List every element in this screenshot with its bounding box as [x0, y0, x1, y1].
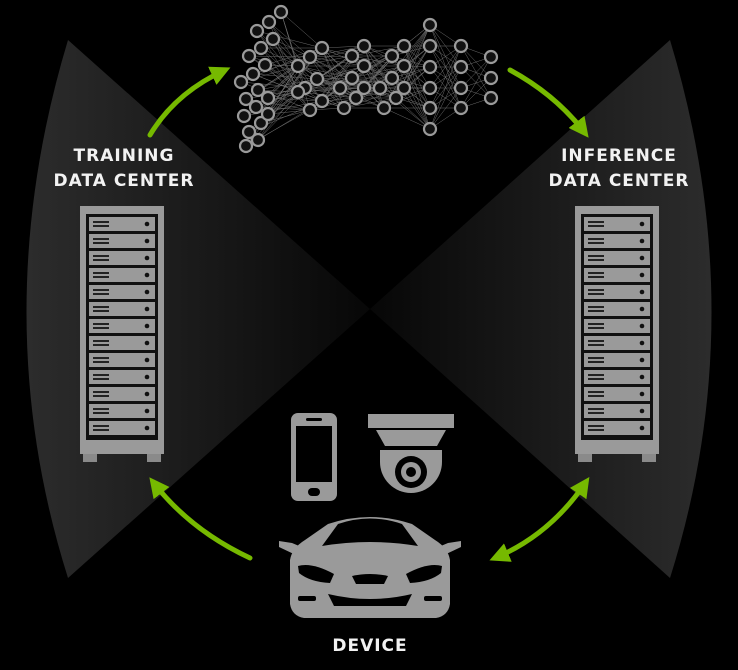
arrow-to-inference	[507, 67, 589, 138]
security-camera-icon	[368, 414, 454, 493]
arrow-to-network	[147, 66, 231, 138]
inference-label-line2: DATA CENTER	[548, 171, 690, 191]
inference-data-center-label: INFERENCE DATA CENTER	[534, 144, 704, 194]
car-icon	[279, 517, 461, 618]
flow-arrows	[147, 66, 590, 562]
neural-network-icon	[233, 4, 499, 154]
server-rack-icon	[575, 206, 659, 462]
device-label: DEVICE	[300, 634, 440, 659]
training-label-line1: TRAINING	[73, 146, 175, 166]
arrow-inference-device	[489, 477, 590, 562]
inference-label-line1: INFERENCE	[561, 146, 677, 166]
arrow-device-to-training	[149, 477, 253, 561]
device-label-text: DEVICE	[332, 636, 408, 656]
training-data-center-label: TRAINING DATA CENTER	[44, 144, 204, 194]
server-rack-icon	[80, 206, 164, 462]
training-label-line2: DATA CENTER	[53, 171, 195, 191]
smartphone-icon	[291, 413, 337, 501]
